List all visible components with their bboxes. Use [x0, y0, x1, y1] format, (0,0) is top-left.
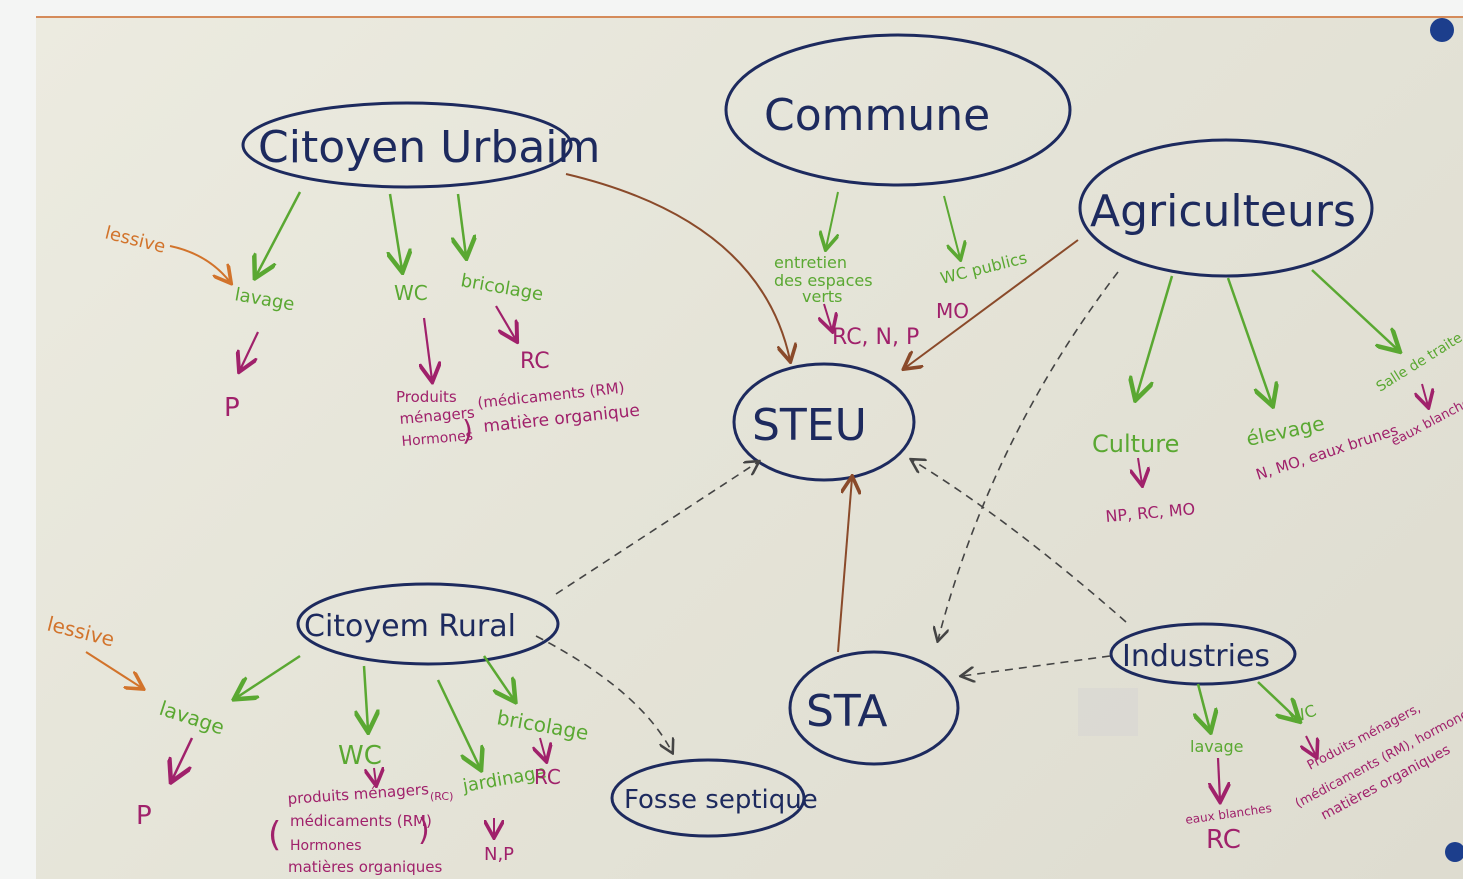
urbain-lessive-label: lessive [103, 222, 168, 257]
rural-rc-label: RC [534, 765, 561, 789]
arrow-wc-produits [424, 317, 432, 380]
sta-label: STA [806, 686, 888, 737]
arrow-rural-bricolage [482, 655, 514, 700]
dash-rural-fosse [535, 635, 672, 752]
commune-entretien-2: des espaces [774, 271, 873, 290]
rural-lavage-label: lavage [156, 696, 227, 740]
rural-p-label: P [136, 801, 152, 831]
fosse-ellipse [610, 758, 806, 838]
rural-bracket-left: ( [268, 815, 281, 855]
arrow-salle-out [1422, 383, 1428, 406]
rural-matieres-label: matières organiques [288, 858, 442, 876]
urbain-lavage-label: lavage [233, 284, 296, 315]
rural-medicaments-label: médicaments (RM) [290, 812, 432, 830]
fosse-label: Fosse septique [624, 785, 818, 815]
commune-ellipse [724, 33, 1072, 187]
arrow-rural-bricolage-rc [540, 737, 546, 760]
tape-patch [1078, 688, 1138, 736]
arrow-rural-lavage-p [172, 737, 194, 780]
arrow-rural-wc-produits [374, 768, 376, 784]
urbain-hormones-label: Hormones [401, 428, 474, 450]
agri-elevage-label: élevage [1244, 411, 1327, 451]
rural-produits-label: produits ménagers [287, 780, 430, 808]
arrow-rural-jardinage [436, 679, 480, 768]
agri-culture-label: Culture [1092, 430, 1179, 458]
arrow-urbain-wc [390, 193, 402, 270]
arrow-commune-entretien [826, 191, 838, 248]
commune-entretien-1: entretien [774, 253, 847, 272]
arrow-ind-lavage [1198, 683, 1210, 730]
commune-mo: MO [936, 299, 969, 323]
dash-agri-sta [938, 271, 1119, 640]
arrow-agri-elevage [1226, 277, 1272, 404]
arrow-culture-out [1138, 457, 1142, 484]
dash-industries-sta [962, 655, 1111, 676]
steu-ellipse [732, 362, 916, 482]
ind-eaux-label: eaux blanches [1184, 801, 1272, 827]
commune-rcnp: RC, N, P [832, 325, 919, 350]
arrow-urbain-lavage [256, 191, 302, 276]
arrow-agri-salle [1311, 269, 1398, 350]
urbain-produits-label: Produits [396, 388, 457, 406]
arrow-rural-wc [364, 665, 368, 730]
urbain-bracket: ) [462, 414, 473, 447]
arrow-lavage-p [240, 331, 259, 370]
urbain-bricolage-label: bricolage [459, 270, 545, 305]
agriculteurs-label: Agriculteurs [1090, 186, 1356, 237]
urbain-rc-label: RC [520, 349, 550, 374]
pin-icon [1445, 842, 1463, 862]
arrow-sta-steu [837, 478, 852, 653]
urbain-p-label: P [224, 393, 240, 423]
arrow-ind-lavage-out [1218, 757, 1220, 800]
ind-wc-label: WC [1287, 701, 1319, 728]
citoyen-urbain-ellipse [241, 101, 573, 189]
ind-rc-label: RC [1206, 825, 1241, 855]
arrow-entretien-rc [824, 303, 832, 330]
arrow-ind-wc-out [1306, 735, 1316, 756]
agri-culture-out: NP, RC, MO [1105, 499, 1196, 526]
rural-bracket-right: ) [418, 813, 430, 848]
agriculteurs-ellipse [1078, 138, 1374, 278]
arrow-urbain-bricolage [458, 193, 466, 256]
arrow-commune-wc [943, 195, 960, 258]
urbain-wc-label: WC [394, 281, 428, 305]
rural-lessive-label: lessive [45, 612, 117, 652]
arrow-urbain-steu [565, 173, 790, 360]
rural-np-label: N,P [484, 844, 514, 865]
arrow-bricolage-rc [495, 305, 516, 340]
arrow-lessive-rural [85, 651, 142, 688]
commune-entretien-3: verts [802, 287, 843, 306]
sta-ellipse [788, 650, 960, 766]
steu-label: STEU [752, 400, 867, 451]
citoyen-rural-ellipse [296, 582, 560, 666]
arrow-rural-lavage [236, 654, 301, 698]
industries-ellipse [1109, 622, 1297, 686]
arrow-ind-wc [1257, 681, 1298, 720]
ind-lavage-label: lavage [1190, 737, 1244, 756]
paper-sheet [36, 16, 1463, 879]
pin-icon [1430, 18, 1454, 42]
citoyen-rural-label: Citoyem Rural [304, 609, 516, 644]
commune-wc-publics: WC publics [938, 248, 1029, 288]
arrow-agri-steu [905, 239, 1079, 368]
arrow-agri-culture [1136, 275, 1174, 398]
commune-label: Commune [764, 90, 990, 141]
dash-rural-steu [555, 462, 758, 595]
dash-industries-steu [912, 460, 1127, 623]
citoyen-urbain-label: Citoyen Urbaim [258, 122, 600, 173]
arrow-lessive-urbain [169, 245, 230, 282]
rural-hormones-label: Hormones [290, 838, 362, 854]
rural-wc-label: WC [338, 741, 382, 771]
industries-label: Industries [1122, 639, 1270, 674]
rural-rc-tag: (RC) [430, 790, 453, 803]
rural-bricolage-label: bricolage [495, 705, 590, 745]
